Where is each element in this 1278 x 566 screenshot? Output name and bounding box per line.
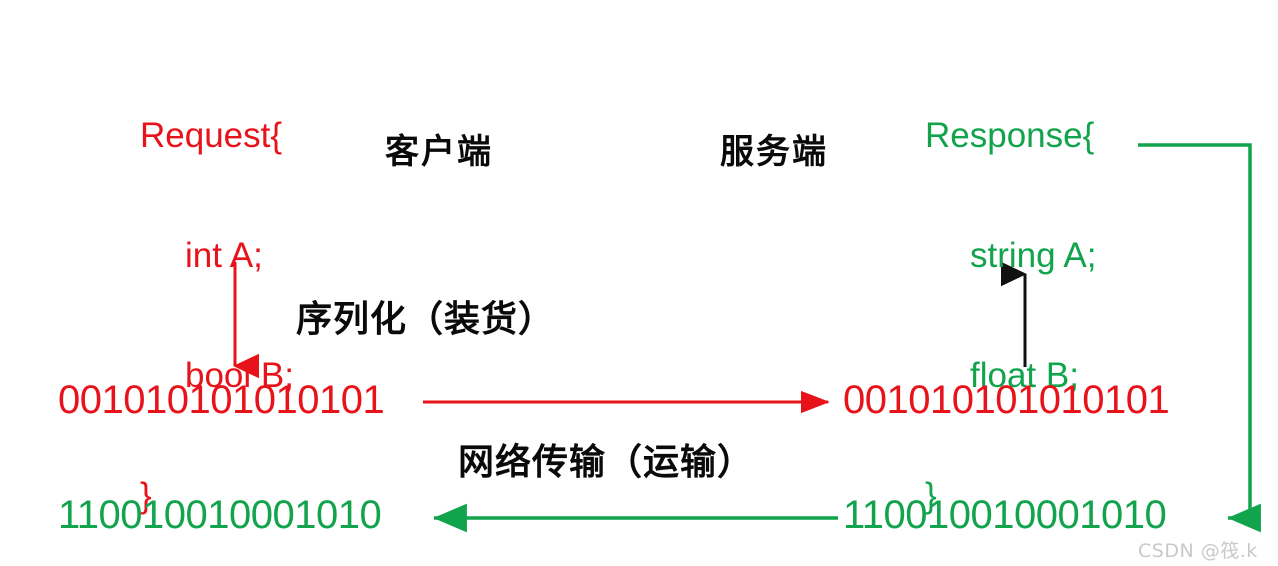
response-struct-line-2: string A; <box>970 236 1097 275</box>
serialize-step-label: 序列化（装货） <box>296 299 556 340</box>
response-struct-line-1: Response{ <box>925 116 1095 155</box>
binary-response-server: 110010010001010 <box>843 493 1167 537</box>
response-struct-line-3: float B; <box>970 356 1079 395</box>
request-struct-line-4: } <box>140 476 152 515</box>
binary-response-client: 110010010001010 <box>58 493 382 537</box>
green-elbow-arrow-response-route <box>1138 143 1261 533</box>
response-struct-block: Response{ string A; float B; } <box>925 36 1096 566</box>
binary-request-client: 001010101010101 <box>58 378 385 422</box>
network-step-label: 网络传输（运输） <box>458 442 755 483</box>
request-struct-block: Request{ int A; bool B; } <box>140 36 294 566</box>
binary-request-server: 001010101010101 <box>843 378 1170 422</box>
watermark-text: CSDN @筏.k <box>1138 540 1258 562</box>
server-label: 服务端 <box>720 132 828 172</box>
request-struct-line-3: bool B; <box>185 356 294 395</box>
client-label: 客户端 <box>385 132 493 172</box>
request-struct-line-1: Request{ <box>140 116 283 155</box>
request-struct-line-2: int A; <box>185 236 263 275</box>
response-struct-line-4: } <box>925 476 937 515</box>
